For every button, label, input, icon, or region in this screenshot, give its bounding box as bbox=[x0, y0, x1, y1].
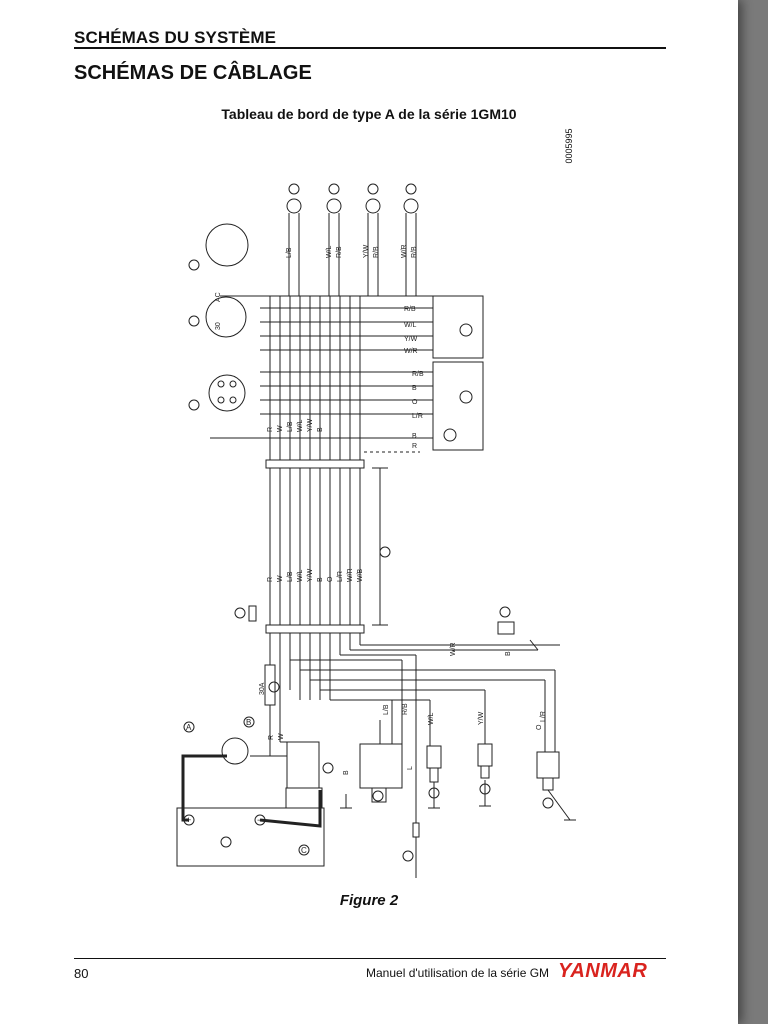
battery-terminal-label: − bbox=[257, 815, 262, 825]
fuse-label: 30A bbox=[259, 682, 266, 695]
battery-terminal-label: + bbox=[186, 815, 191, 825]
ignition-switch-icon bbox=[205, 296, 247, 338]
starter-body bbox=[285, 787, 323, 809]
component-wire-label: L/R bbox=[540, 711, 547, 722]
lower-lamp-label: O bbox=[412, 399, 418, 406]
wiring-diagram: RWL/BW/LY/WBOL/RW/RW/BRWL/BW/LY/WBL/BW/L… bbox=[176, 183, 576, 878]
yanmar-logo: YANMAR bbox=[558, 960, 648, 982]
harness-clamp-top bbox=[265, 459, 365, 469]
lower-lamp-label: R bbox=[412, 443, 417, 450]
battery-switch-icon bbox=[221, 737, 249, 765]
harness-wire-label: W/L bbox=[297, 569, 304, 582]
component-wire-label: B bbox=[505, 651, 512, 656]
lower-lamp-label: L/R bbox=[412, 413, 423, 420]
panel-wire-label: B bbox=[317, 427, 324, 432]
volt-gauge-icon bbox=[403, 198, 419, 214]
lower-lamp-label: B bbox=[412, 385, 417, 392]
starter-motor bbox=[286, 741, 320, 789]
panel-connector-icon bbox=[443, 428, 457, 442]
fuse bbox=[264, 664, 276, 706]
gauge-wire-label: Y/W bbox=[363, 244, 370, 258]
tacho-gauge-icon bbox=[286, 198, 302, 214]
gauge-wire-label: R/B bbox=[411, 246, 418, 258]
panel-connector-icon bbox=[459, 390, 473, 404]
component-wire-label: Y/W bbox=[478, 711, 485, 725]
gauge-wire-label: R/B bbox=[336, 246, 343, 258]
battery bbox=[176, 807, 325, 867]
alternator bbox=[359, 743, 403, 789]
component-wire-label: B bbox=[343, 770, 350, 775]
temp-gauge-icon bbox=[326, 198, 342, 214]
figure-code-text: 0005995 bbox=[564, 127, 574, 164]
panel-wire-label: W/L bbox=[297, 419, 304, 432]
harness-wire-label: L/B bbox=[287, 571, 294, 582]
component-wire-label: O bbox=[536, 724, 543, 730]
switch-label: 30 bbox=[215, 322, 222, 330]
harness-wire-label: O bbox=[327, 576, 334, 582]
alarm-lamp-label: W/L bbox=[404, 322, 417, 329]
figure-code: 0005995 bbox=[562, 123, 576, 168]
lower-lamp-label: B bbox=[412, 433, 417, 440]
page-title: SCHÉMAS DE CÂBLAGE bbox=[74, 62, 312, 84]
charge-sender bbox=[536, 751, 560, 779]
oil-gauge-icon bbox=[365, 198, 381, 214]
component-wire-label: L bbox=[407, 766, 414, 770]
lower-lamp-label: R/B bbox=[412, 371, 424, 378]
harness-clamp-bottom bbox=[265, 624, 365, 634]
component-wire-label: W/L bbox=[428, 712, 435, 725]
water-temp-sender bbox=[426, 745, 442, 769]
earth-terminal bbox=[497, 621, 515, 635]
footer-rule bbox=[74, 958, 666, 959]
component-ref-label: C bbox=[301, 846, 307, 855]
alarm-lamp-label: Y/W bbox=[404, 336, 418, 343]
harness-wire-label: W/B bbox=[357, 568, 364, 582]
header-rule bbox=[74, 47, 666, 49]
harness-wire-label: Y/W bbox=[307, 568, 314, 582]
harness-wire-label: B bbox=[317, 577, 324, 582]
panel-connector-icon bbox=[459, 323, 473, 337]
alarm-lamp-label: W/R bbox=[404, 348, 418, 355]
component-wire-label: W bbox=[278, 733, 285, 740]
figure-caption: Figure 2 bbox=[339, 892, 399, 909]
connector-plug-icon bbox=[208, 374, 246, 412]
alarm-lamp-label: R/B bbox=[404, 306, 416, 313]
harness-wire-label: W/R bbox=[347, 568, 354, 582]
harness-wire-label: R bbox=[267, 577, 274, 582]
manual-page: SCHÉMAS DU SYSTÈME SCHÉMAS DE CÂBLAGE Ta… bbox=[0, 0, 738, 1024]
panel-wire-label: Y/W bbox=[307, 418, 314, 432]
component-wire-label: W/R bbox=[450, 642, 457, 656]
component-wire-label: L/B bbox=[383, 704, 390, 715]
gauge-wire-label: L/B bbox=[286, 247, 293, 258]
gauge-wire-label: W/L bbox=[326, 245, 333, 258]
page-number: 80 bbox=[74, 966, 89, 981]
component-wire-label: R bbox=[268, 735, 275, 740]
component-ref-label: B bbox=[246, 718, 251, 727]
section-title: SCHÉMAS DU SYSTÈME bbox=[74, 28, 277, 47]
switch-label: AC bbox=[215, 292, 222, 302]
panel-wire-label: L/B bbox=[287, 421, 294, 432]
harness-wire-label: L/R bbox=[337, 571, 344, 582]
component-wire-label: R/B bbox=[402, 703, 409, 715]
alarm-lamp-box bbox=[432, 295, 484, 359]
gauge-wire-label: R/B bbox=[373, 246, 380, 258]
harness-wire-label: W bbox=[277, 575, 284, 582]
panel-wire-label: W bbox=[277, 425, 284, 432]
oil-pressure-sender bbox=[477, 743, 493, 767]
component-ref-label: A bbox=[186, 723, 192, 732]
buzzer-icon bbox=[205, 223, 249, 267]
panel-wire-label: R bbox=[267, 427, 274, 432]
lower-lamp-box bbox=[432, 361, 484, 451]
diagram-title: Tableau de bord de type A de la série 1G… bbox=[221, 106, 517, 122]
manual-title: Manuel d'utilisation de la série GM bbox=[366, 966, 550, 980]
gauge-wire-label: W/R bbox=[401, 244, 408, 258]
